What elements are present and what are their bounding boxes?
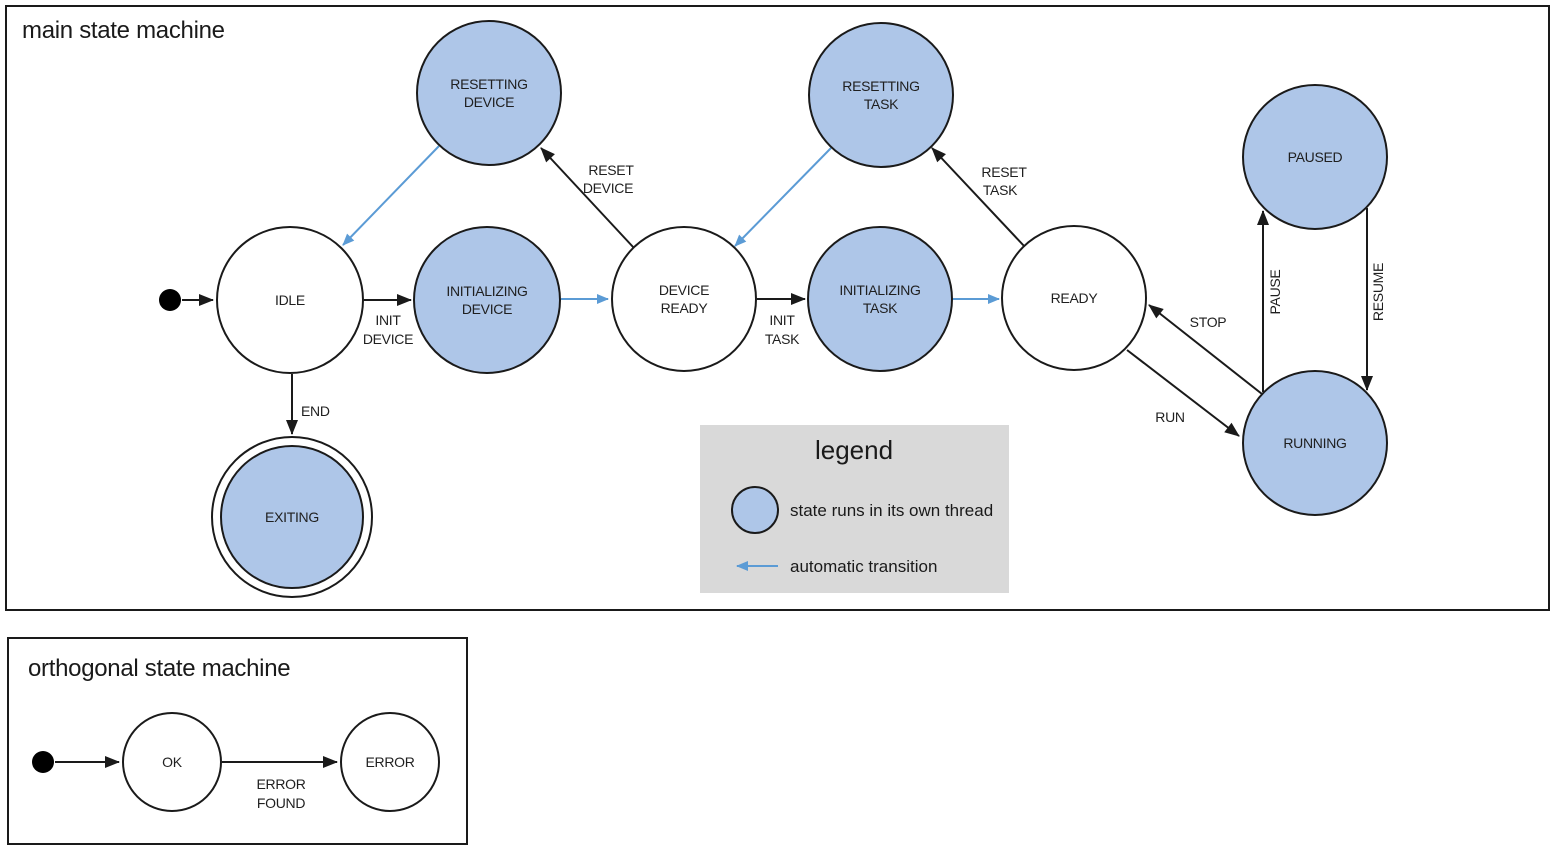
transition-reset-device-label: RESET — [588, 162, 634, 178]
legend-title: legend — [815, 435, 893, 465]
state-error-circle — [340, 712, 440, 812]
state-idle: IDLE — [216, 226, 364, 374]
state-ok-label: OK — [162, 754, 183, 770]
initial-state-dot-icon — [159, 289, 181, 311]
state-initializing-task-label: TASK — [863, 300, 898, 316]
transition-reset-device-line — [540, 147, 635, 249]
state-paused: PAUSED — [1242, 84, 1388, 230]
state-running: RUNNING — [1242, 370, 1388, 516]
orthogonal-state-machine-panel: orthogonal state machine ERROR FOUND OK … — [7, 637, 468, 845]
state-ok: OK — [122, 712, 222, 812]
main-title: main state machine — [22, 17, 225, 44]
state-resetting-task-circle — [808, 22, 954, 168]
transition-run-line — [1126, 349, 1240, 437]
transition-init-task-label: TASK — [765, 331, 800, 347]
state-ready: READY — [1001, 225, 1147, 371]
state-ok-circle — [122, 712, 222, 812]
transition-reset-device-label: DEVICE — [583, 180, 633, 196]
state-resetting-device-label: RESETTING — [450, 76, 527, 92]
state-resetting-task-label: RESETTING — [842, 78, 919, 94]
state-initializing-device-label: DEVICE — [462, 301, 512, 317]
state-initializing-task-label: INITIALIZING — [839, 282, 920, 298]
state-device-ready-label: READY — [661, 300, 709, 316]
transition-init-device-label: DEVICE — [363, 331, 413, 347]
state-initializing-task-circle — [807, 226, 953, 372]
transition-init-device-label: INIT — [375, 312, 401, 328]
transition-reset-task-label: TASK — [983, 182, 1018, 198]
state-ready-label: READY — [1051, 290, 1099, 306]
state-error: ERROR — [340, 712, 440, 812]
state-resetting-device-label: DEVICE — [464, 94, 514, 110]
main-state-machine-panel: main state machine INIT DEVICE RESET DEV… — [5, 5, 1550, 611]
state-device-ready: DEVICE READY — [611, 226, 757, 372]
transition-reset-task-label: RESET — [981, 164, 1027, 180]
state-exiting-circle — [220, 445, 364, 589]
orthogonal-title: orthogonal state machine — [28, 655, 290, 682]
legend-threaded-state-icon — [731, 486, 779, 534]
transition-error-found-label: ERROR — [256, 776, 305, 792]
state-resetting-device: RESETTING DEVICE — [416, 20, 562, 166]
legend-thread-item-label: state runs in its own thread — [790, 501, 993, 520]
transition-auto-resettask-to-devready-line — [734, 147, 832, 247]
transition-resume-label: RESUME — [1370, 263, 1386, 321]
transition-stop-line — [1148, 304, 1263, 395]
transition-init-task-label: INIT — [769, 312, 795, 328]
initial-state-dot-icon — [32, 751, 54, 773]
state-exiting: EXITING — [211, 436, 373, 598]
state-initializing-task: INITIALIZING TASK — [807, 226, 953, 372]
state-paused-circle — [1242, 84, 1388, 230]
state-resetting-task-label: TASK — [864, 96, 899, 112]
state-resetting-task: RESETTING TASK — [808, 22, 954, 168]
orthogonal-frame — [7, 637, 468, 845]
legend: legend state runs in its own thread auto… — [700, 425, 1009, 593]
legend-auto-item-label: automatic transition — [790, 557, 937, 576]
state-initializing-device: INITIALIZING DEVICE — [413, 226, 561, 374]
transition-auto-resetdev-to-idle-line — [342, 145, 440, 246]
state-device-ready-circle — [611, 226, 757, 372]
transition-stop-label: STOP — [1190, 314, 1227, 330]
state-initializing-device-label: INITIALIZING — [446, 283, 527, 299]
transition-reset-task-line — [931, 147, 1026, 248]
state-running-circle — [1242, 370, 1388, 516]
state-resetting-device-circle — [416, 20, 562, 166]
transition-error-found-label: FOUND — [257, 795, 305, 811]
state-idle-circle — [216, 226, 364, 374]
main-frame — [5, 5, 1550, 611]
state-paused-label: PAUSED — [1288, 149, 1343, 165]
transition-run-label: RUN — [1155, 409, 1184, 425]
state-initializing-device-circle — [413, 226, 561, 374]
state-device-ready-label: DEVICE — [659, 282, 709, 298]
state-exiting-label: EXITING — [265, 509, 319, 525]
state-ready-circle — [1001, 225, 1147, 371]
state-idle-label: IDLE — [275, 292, 305, 308]
state-error-label: ERROR — [365, 754, 414, 770]
transition-pause-label: PAUSE — [1267, 270, 1283, 315]
state-running-label: RUNNING — [1283, 435, 1346, 451]
transition-end-label: END — [301, 403, 330, 419]
